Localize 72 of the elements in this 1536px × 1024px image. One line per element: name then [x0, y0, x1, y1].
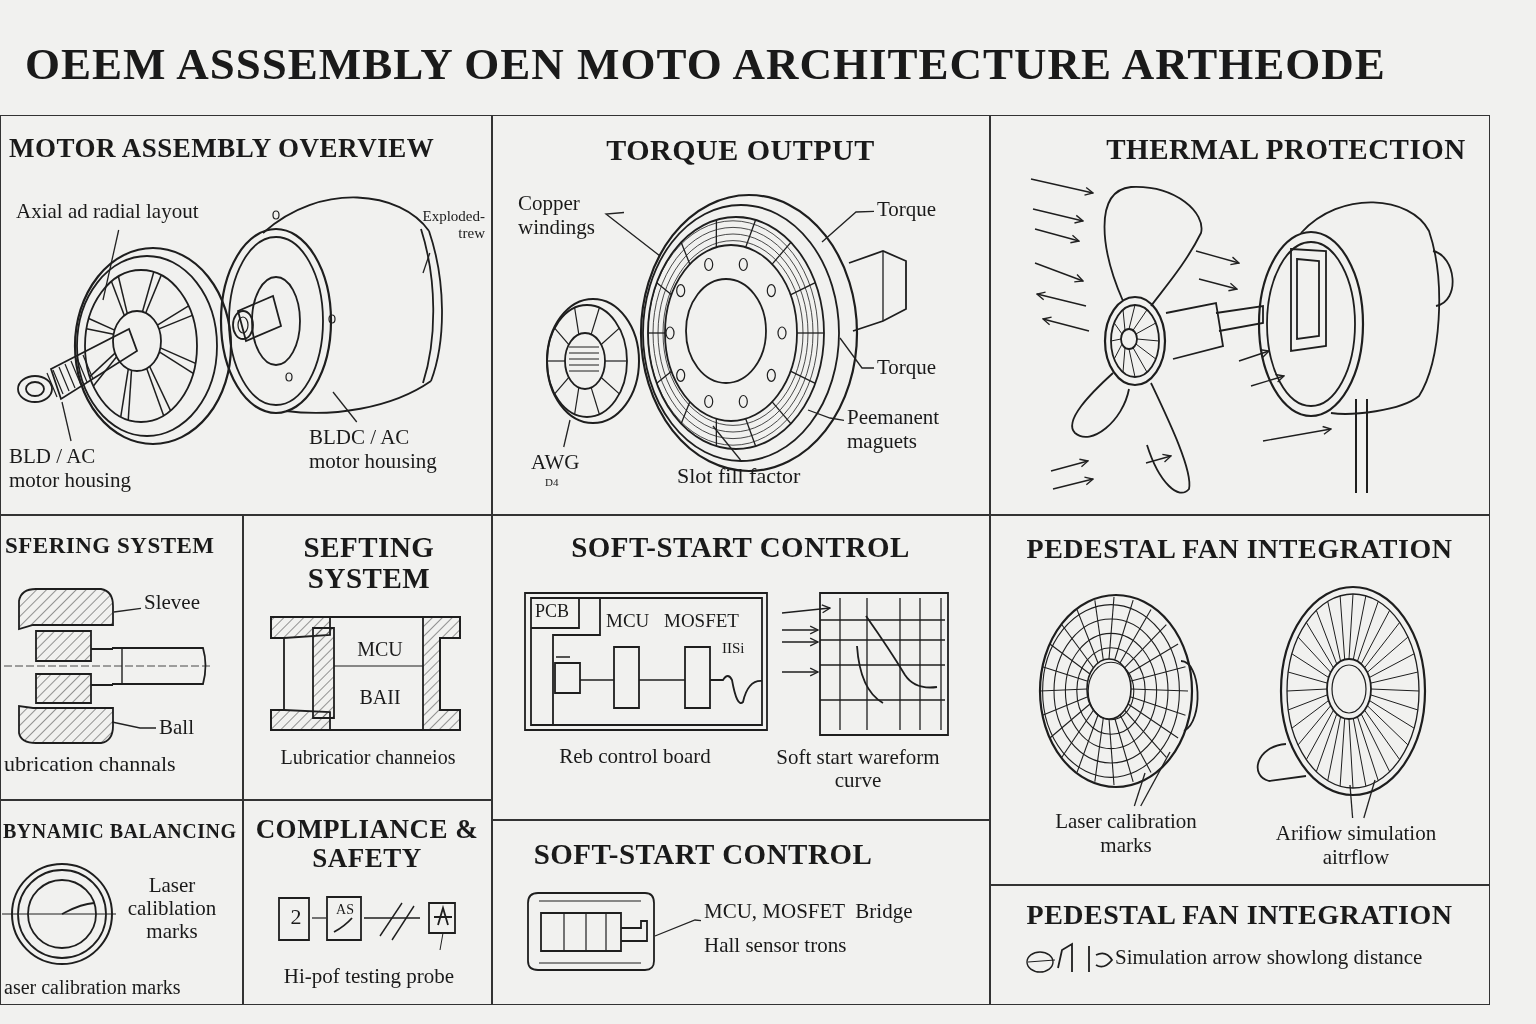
part-label: MCU [606, 611, 651, 632]
part-label: Lubricatior channeios [279, 746, 457, 768]
part-label: D4 [545, 476, 560, 489]
section-heading: COMPLIANCE & SAFETY [254, 815, 480, 874]
leader-line [113, 607, 142, 613]
part-label: Soft start wareform curve [775, 746, 941, 793]
callout-label: Peemanent maguets [847, 405, 962, 459]
callout-label: BLDC / AC motor houısing [309, 425, 454, 481]
callout-label: Arifiow simulation aitrflow [1246, 821, 1466, 877]
section-panel [492, 820, 990, 1005]
leader-line [654, 919, 702, 937]
leader-line [422, 252, 431, 274]
leader-line [1140, 751, 1171, 807]
part-label: MCU [356, 638, 404, 660]
diagram-title: OEEM ASSSEMBLY OEN MOTO ARCHITECTURE ARTHEODE [25, 38, 1386, 90]
section-heading: THERMAL PROTECTION [1105, 134, 1467, 166]
callout-label: Ball [159, 715, 209, 743]
callout-label: AWG [531, 450, 591, 478]
callout-label: Laser calibration marks [1031, 809, 1221, 863]
callout-label: Hall sensor trons [704, 933, 848, 958]
callout-label: Copper windings [518, 191, 623, 245]
section-heading: TORQUE OUTPUT [605, 134, 876, 167]
leader-line [61, 401, 72, 442]
callout-label: MCU, MOSFET Bridge [704, 899, 914, 924]
callout-label: Slot fill factor [677, 463, 832, 491]
callout-label: Slevee [144, 590, 224, 618]
leader-line [712, 425, 742, 461]
section-panel [492, 515, 990, 820]
leader-line [1133, 772, 1146, 807]
part-label: BAII [358, 686, 402, 708]
leader-line [807, 409, 845, 422]
section-heading: SOFT-START CONTROL [570, 532, 911, 564]
section-panel [990, 885, 1490, 1005]
symbol-label: 2 [289, 905, 303, 930]
part-label: PCB [535, 602, 571, 622]
section-heading: SEFTING SYSTEM [302, 532, 436, 595]
part-label: Simulation arrow showlong distance [1115, 946, 1424, 970]
symbol-label: AS [335, 902, 355, 918]
section-heading: SOFT-START CONTROL [532, 839, 874, 871]
callout-label: Torque [877, 197, 957, 225]
section-panel [243, 515, 492, 800]
leader-line [839, 337, 875, 369]
section-heading: SFERING SYSTEM [5, 534, 216, 559]
section-panel [492, 115, 990, 515]
leader-line [563, 419, 571, 448]
callout-label: BLD / AC motor housing [9, 444, 149, 500]
callout-label: Axial ad radial layout [16, 199, 231, 229]
part-label: Reb control board [558, 745, 712, 769]
leader-line [332, 391, 358, 423]
section-panel [0, 515, 243, 800]
part-label: MOSFET [664, 611, 740, 632]
section-panel [0, 115, 492, 515]
leader-line [821, 210, 875, 243]
callout-label: Torque [877, 355, 957, 383]
part-label: Hi-pof testing probe [282, 965, 456, 989]
part-label: IISi [722, 640, 746, 657]
section-panel [243, 800, 492, 1005]
part-label: aser calibration marks [4, 976, 182, 998]
section-heading: MOTOR ASSEMBLY OVERVIEW [9, 134, 436, 164]
leader-line [1349, 784, 1354, 819]
leader-line [102, 229, 120, 301]
part-label: ubrication channals [4, 752, 177, 777]
section-panel [0, 800, 243, 1005]
section-heading: BYNAMIC BALANCING [3, 821, 238, 843]
section-panel [990, 115, 1490, 515]
section-heading: PEDESTAL FAN INTEGRATION [1025, 900, 1454, 931]
section-panel [990, 515, 1490, 885]
section-heading: PEDESTAL FAN INTEGRATION [1025, 534, 1454, 565]
leader-line [604, 211, 661, 257]
callout-label: Exploded- trew [393, 208, 485, 252]
leader-line [1363, 779, 1376, 819]
part-label: Laser caliblation marks [126, 874, 218, 944]
